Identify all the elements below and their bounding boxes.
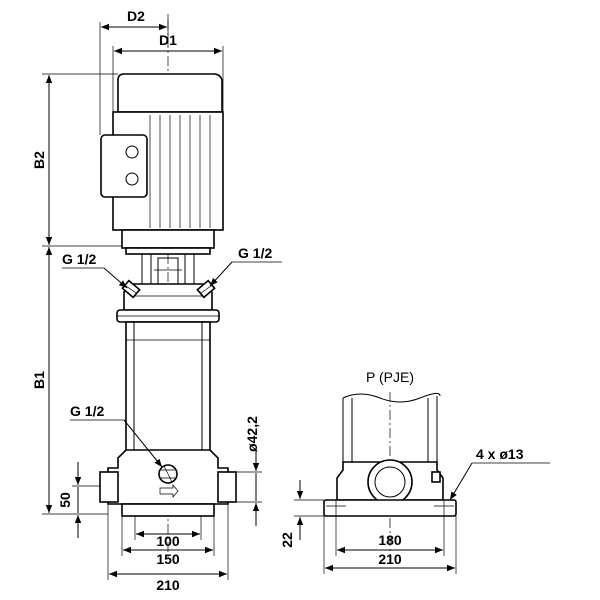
side-view-title: P (PJE) [366,369,414,385]
label-g-top-left: G 1/2 [62,251,96,267]
stool-leg-left [141,253,152,285]
label-150: 150 [156,551,180,567]
inlet-port [99,471,119,503]
label-100: 100 [156,533,180,549]
label-50: 50 [57,492,73,508]
label-b2: B2 [31,151,47,169]
label-holes: 4 x ø13 [476,446,524,462]
label-210-side: 210 [378,551,402,567]
terminal-box [100,134,148,198]
label-180: 180 [378,532,402,548]
side-vent-plug [431,471,441,483]
leader-g-top-right [209,261,233,287]
stool-leg-right [184,253,195,285]
label-210-front: 210 [156,577,180,593]
leader-holes [449,462,473,501]
label-g-bottom: G 1/2 [70,403,104,419]
foot-plate [121,503,215,517]
motor-flange-lip [125,247,211,255]
label-d1: D1 [159,32,177,48]
outlet-port [217,471,237,503]
label-diameter-inlet: ø42,2 [244,416,260,452]
flow-arrow-icon [159,484,179,498]
motor-top-cover [117,73,223,113]
side-foot-plate [323,499,457,517]
motor-fins [149,115,211,228]
pump-sleeve [125,321,211,473]
label-b1: B1 [31,371,47,389]
label-g-top-right: G 1/2 [238,245,272,261]
side-port-inner [374,466,406,498]
break-line [342,392,441,403]
leader-g-bottom [123,419,163,468]
motor-flange [121,229,215,249]
label-d2: D2 [127,8,145,24]
cable-gland-upper [125,145,139,159]
cable-gland-lower [125,172,139,186]
label-22: 22 [279,532,295,548]
leader-g-top-left [103,267,128,289]
